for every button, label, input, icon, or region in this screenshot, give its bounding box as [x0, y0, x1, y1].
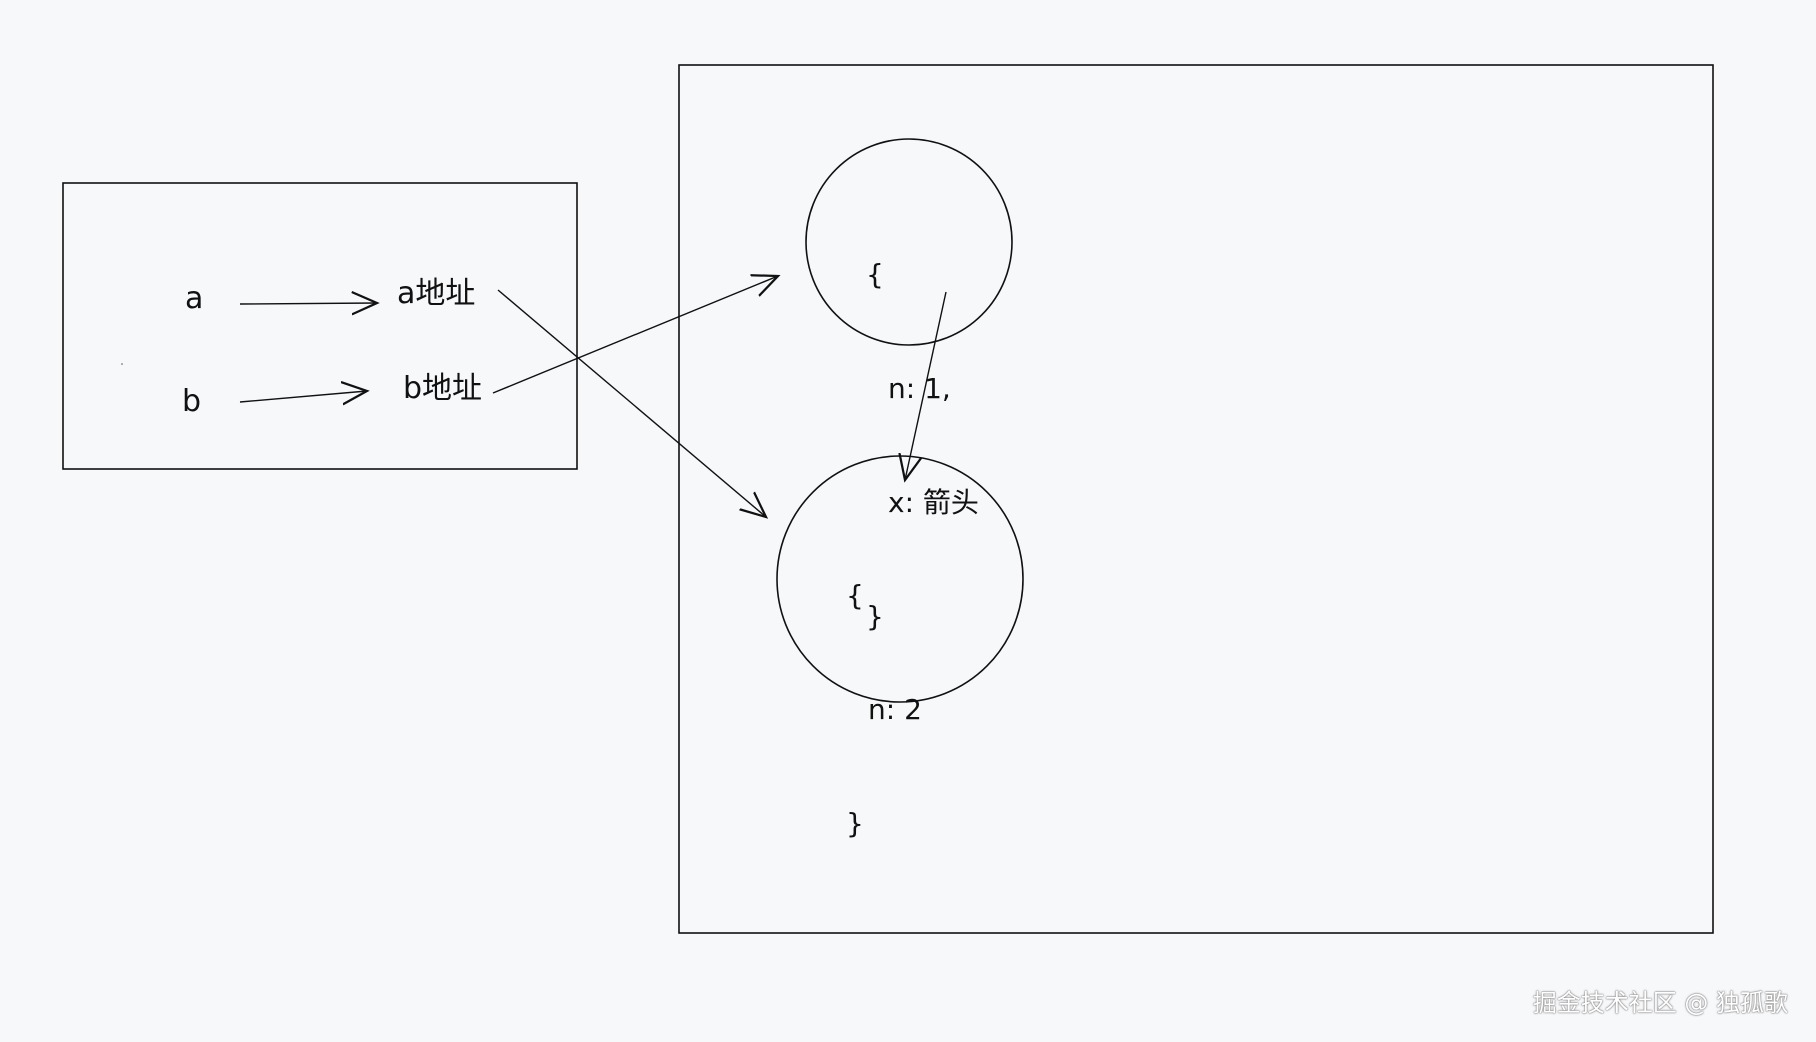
object-2-open-brace: {: [846, 579, 864, 612]
address-a-label: a地址: [397, 276, 476, 311]
object-2-n-field: n: 2: [868, 693, 922, 726]
arrow-b-to-addr: [239, 391, 367, 402]
object-1-close-brace: }: [866, 600, 884, 633]
object-2-close-brace: }: [846, 807, 864, 840]
object-1-x-field: x: 箭头: [888, 486, 979, 519]
arrow-a-to-addr: [239, 303, 377, 304]
object-1-content: { n: 1, x: 箭头 }: [866, 180, 979, 712]
stack-box: [62, 182, 578, 470]
arrow-addr-b-to-object-1: [492, 276, 778, 394]
object-1-open-brace: {: [866, 258, 884, 291]
arrow-x-to-object-2: [905, 291, 947, 480]
arrow-addr-a-to-object-2: [497, 289, 766, 517]
variable-b-label: b: [182, 384, 202, 419]
address-b-label: b地址: [403, 371, 483, 406]
object-2-content: { n: 2 }: [846, 501, 922, 919]
variable-a-label: a: [185, 281, 204, 316]
watermark-text: 掘金技术社区 @ 独孤歌: [1532, 989, 1788, 1017]
stray-dot: [121, 363, 123, 365]
object-1-circle: [805, 138, 1013, 346]
heap-box: [678, 64, 1714, 934]
object-1-n-field: n: 1,: [888, 372, 951, 405]
